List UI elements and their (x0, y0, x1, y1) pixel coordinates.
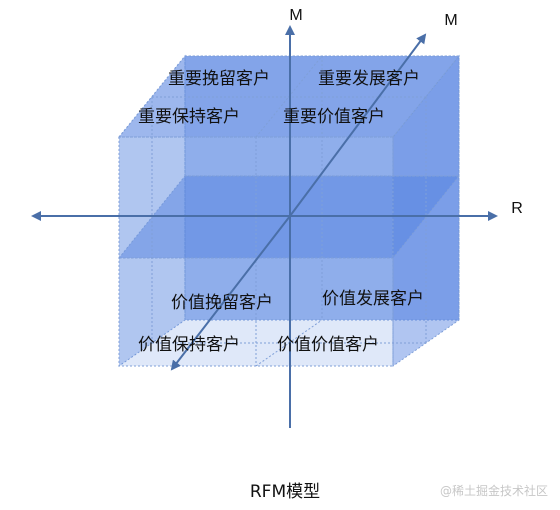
watermark: @稀土掘金技术社区 (440, 483, 548, 498)
segment-label-top-front-left: 重要保持客户 (138, 107, 240, 127)
axis-label-horizontal: R (511, 200, 523, 217)
segment-label-top-back-right: 重要发展客户 (318, 69, 420, 89)
segment-label-bottom-front-right: 价值价值客户 (277, 335, 379, 355)
cube-front-face (118, 136, 394, 367)
segment-label-top-back-left: 重要挽留客户 (168, 69, 270, 89)
axis-label-vertical: M (289, 7, 302, 24)
diagonal-axis-down (170, 215, 291, 371)
diagonal-axis-up (289, 33, 427, 217)
axis-label-diagonal: M (444, 12, 457, 29)
axes (31, 25, 498, 428)
segment-labels: 重要挽留客户 重要发展客户 重要保持客户 重要价值客户 价值挽留客户 价值发展客… (138, 69, 424, 355)
diagram-caption: RFM模型 (250, 482, 320, 502)
segment-label-bottom-back-right: 价值发展客户 (322, 289, 424, 309)
segment-label-top-front-right: 重要价值客户 (283, 107, 385, 127)
segment-label-bottom-back-left: 价值挽留客户 (171, 293, 273, 313)
segment-label-bottom-front-left: 价值保持客户 (138, 335, 240, 355)
